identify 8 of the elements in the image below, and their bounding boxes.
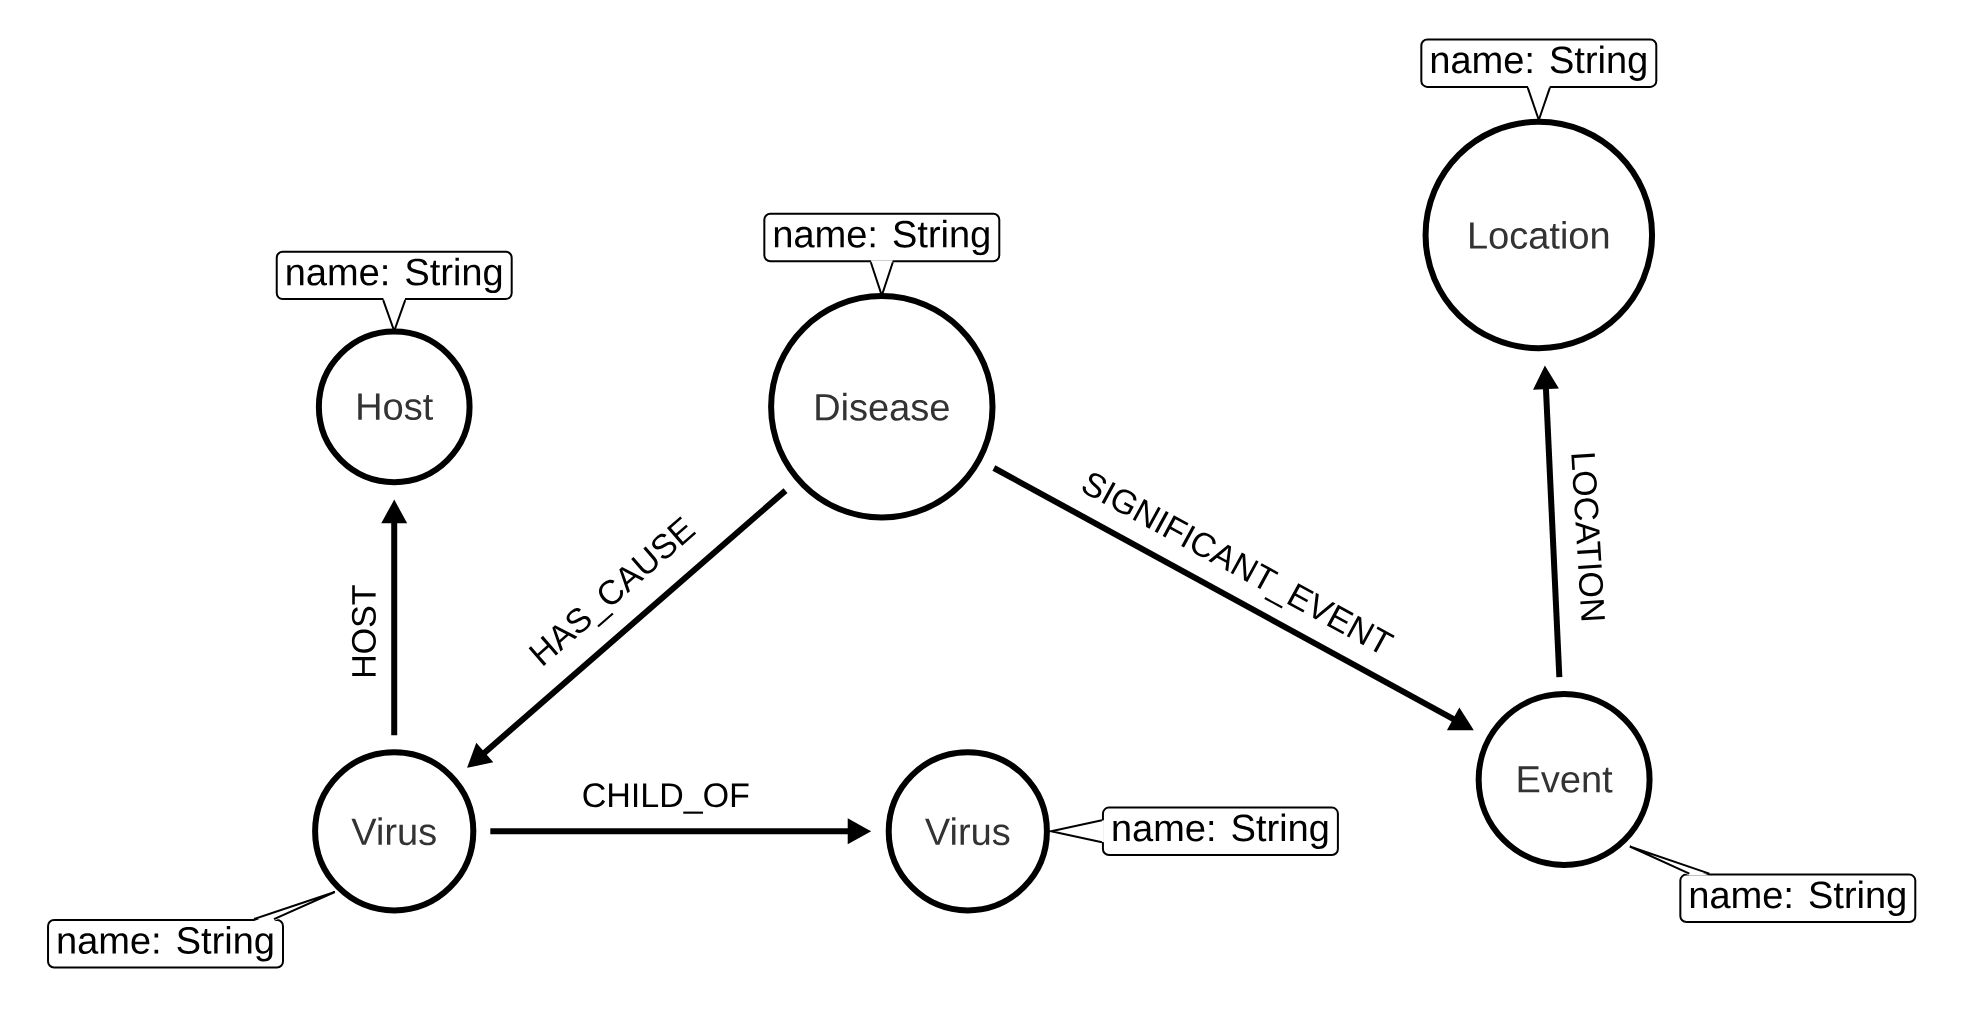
callout-box: name: String	[1046, 806, 1339, 856]
edge-label: LOCATION	[1571, 453, 1605, 621]
callout-box: name: String	[1628, 845, 1917, 923]
callout-box: name: String	[47, 891, 336, 969]
callout-box: name: String	[275, 250, 513, 334]
callout-box: name: String	[763, 212, 1001, 299]
edge-label: CHILD_OF	[583, 783, 749, 814]
edge-label: HOST	[351, 585, 376, 677]
